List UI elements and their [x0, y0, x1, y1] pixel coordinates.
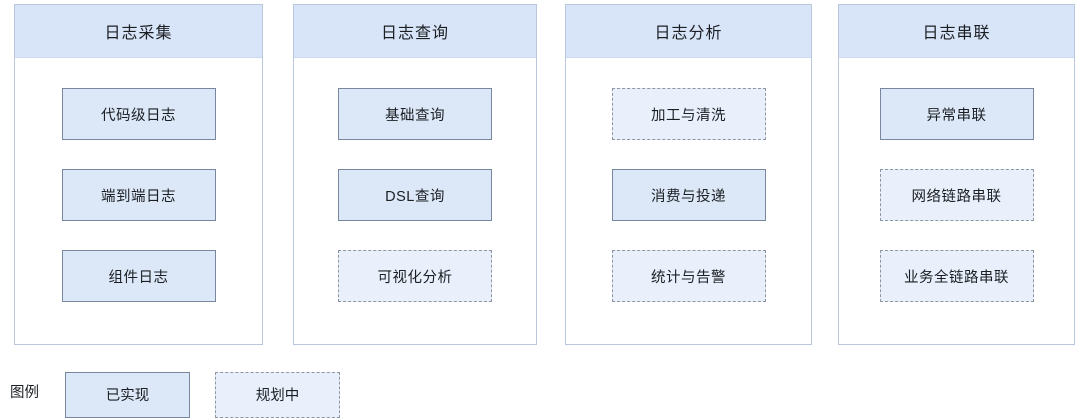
- pillar-column-3: 日志分析加工与清洗消费与投递统计与告警: [565, 4, 812, 345]
- column-title: 日志采集: [15, 5, 262, 58]
- feature-box: 端到端日志: [61, 169, 216, 221]
- pillar-column-4: 日志串联异常串联网络链路串联业务全链路串联: [838, 4, 1075, 345]
- feature-box: 组件日志: [61, 250, 216, 302]
- column-body: 基础查询 DSL查询可视化分析: [294, 58, 536, 302]
- feature-box: 网络链路串联: [879, 169, 1034, 221]
- column-body: 代码级日志端到端日志组件日志: [15, 58, 262, 302]
- pillar-column-2: 日志查询基础查询 DSL查询可视化分析: [293, 4, 537, 345]
- feature-box: 业务全链路串联: [879, 250, 1034, 302]
- feature-box: DSL查询: [338, 169, 492, 221]
- legend-item-planned: 规划中: [215, 372, 340, 418]
- legend-label: 图例: [10, 385, 39, 401]
- feature-box: 基础查询: [338, 88, 492, 140]
- feature-box: 加工与清洗: [611, 88, 766, 140]
- feature-box: 消费与投递: [611, 169, 766, 221]
- column-title: 日志分析: [566, 5, 811, 58]
- feature-box: 可视化分析: [338, 250, 492, 302]
- legend-item-planned-label: 规划中: [255, 388, 300, 404]
- column-body: 加工与清洗消费与投递统计与告警: [566, 58, 811, 302]
- column-body: 异常串联网络链路串联业务全链路串联: [839, 58, 1074, 302]
- feature-box: 异常串联: [879, 88, 1034, 140]
- feature-box: 代码级日志: [61, 88, 216, 140]
- legend-item-implemented: 已实现: [65, 372, 190, 418]
- legend-item-implemented-label: 已实现: [105, 388, 150, 404]
- pillar-column-1: 日志采集代码级日志端到端日志组件日志: [14, 4, 263, 345]
- column-title: 日志查询: [294, 5, 536, 58]
- column-title: 日志串联: [839, 5, 1074, 58]
- feature-box: 统计与告警: [611, 250, 766, 302]
